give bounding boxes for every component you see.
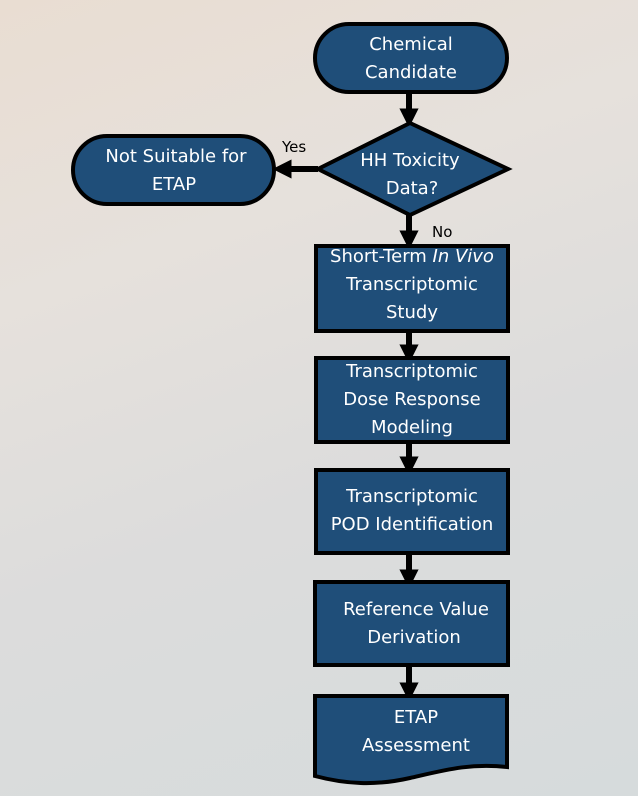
svg-text:Study: Study	[386, 302, 438, 323]
svg-text:Assessment: Assessment	[362, 735, 470, 756]
svg-text:Chemical: Chemical	[369, 34, 453, 55]
edge-label-no: No	[432, 223, 452, 241]
svg-text:Reference Value: Reference Value	[343, 599, 489, 620]
svg-text:Transcriptomic: Transcriptomic	[345, 361, 478, 382]
svg-text:Data?: Data?	[386, 178, 439, 199]
node-short-term-study: Short-Term In Vivo Transcriptomic Study	[314, 244, 510, 333]
node-pod-identification: Transcriptomic POD Identification	[314, 468, 510, 555]
svg-text:Dose Response: Dose Response	[343, 389, 481, 410]
svg-text:Not Suitable for: Not Suitable for	[105, 146, 247, 167]
node-hh-toxicity-decision: HH Toxicity Data?	[313, 120, 513, 218]
svg-text:Transcriptomic: Transcriptomic	[345, 486, 478, 507]
svg-text:Candidate: Candidate	[365, 62, 457, 83]
node-not-suitable: Not Suitable for ETAP	[71, 134, 276, 206]
svg-text:Derivation: Derivation	[367, 627, 461, 648]
svg-text:Modeling: Modeling	[371, 417, 453, 438]
svg-text:POD Identification: POD Identification	[331, 514, 494, 535]
edge-label-yes: Yes	[281, 138, 306, 156]
node-reference-value: Reference Value Derivation	[313, 580, 510, 667]
connectors	[272, 92, 419, 702]
node-dose-response-modeling: Transcriptomic Dose Response Modeling	[314, 356, 510, 444]
svg-text:Short-Term In Vivo: Short-Term In Vivo	[330, 246, 494, 267]
svg-text:Transcriptomic: Transcriptomic	[345, 274, 478, 295]
node-chemical-candidate: Chemical Candidate	[313, 22, 509, 94]
svg-text:ETAP: ETAP	[152, 174, 196, 195]
svg-text:ETAP: ETAP	[394, 707, 438, 728]
node-etap-assessment: ETAP Assessment	[313, 694, 509, 786]
svg-text:HH Toxicity: HH Toxicity	[360, 150, 460, 171]
